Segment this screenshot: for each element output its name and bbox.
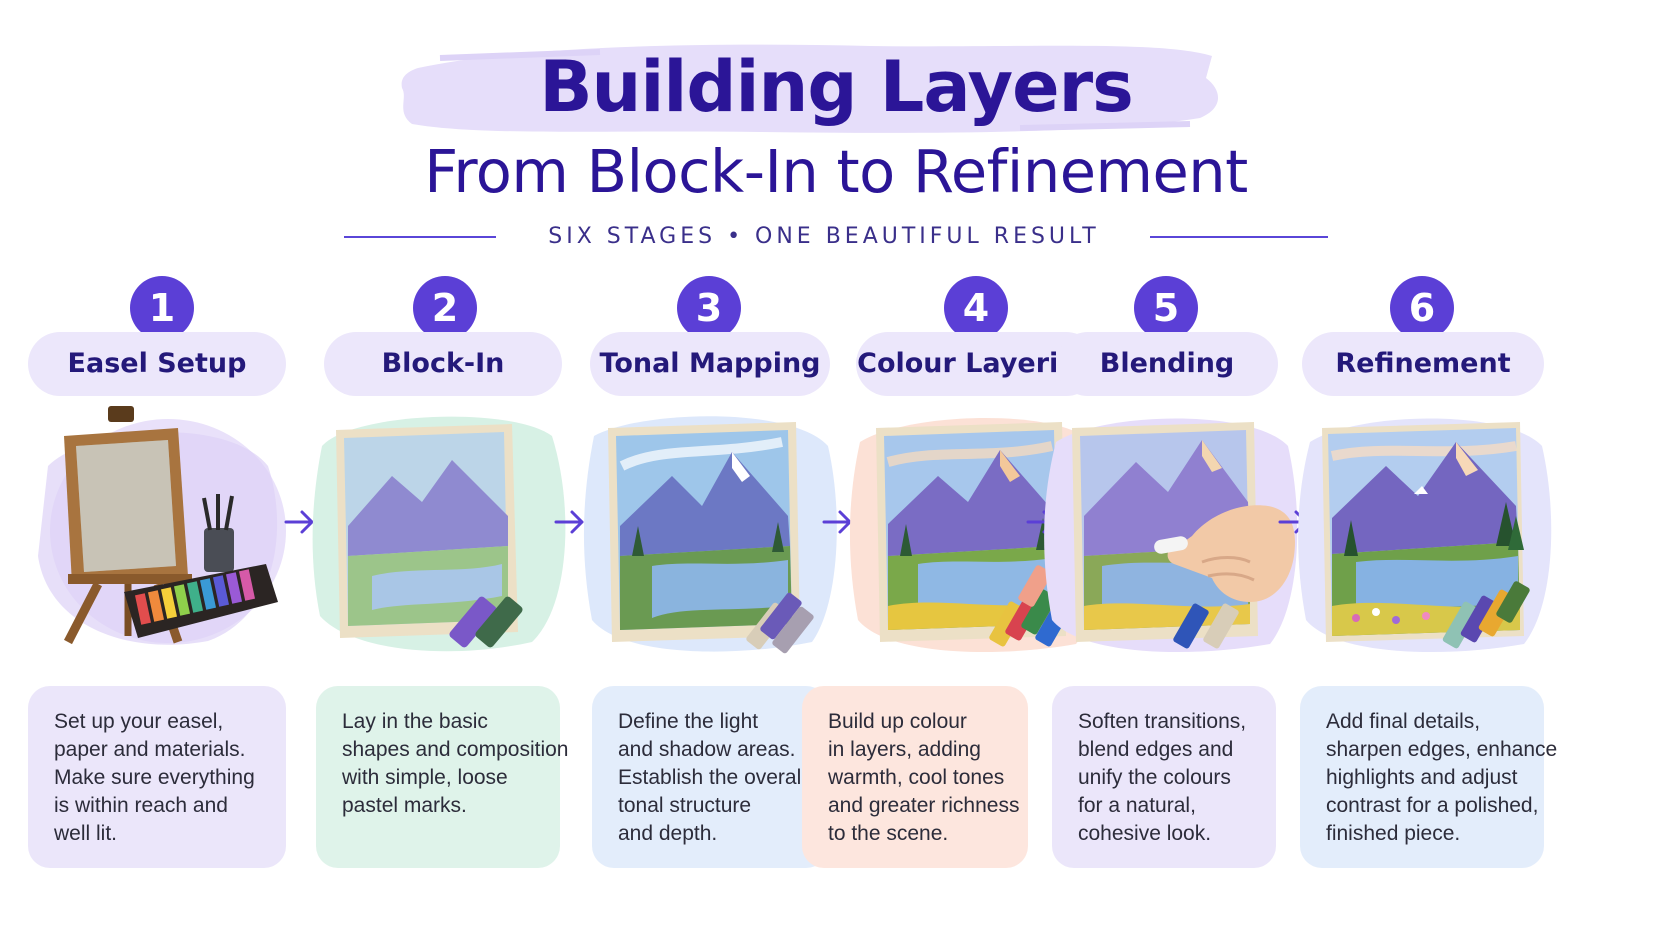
description-line: for a natural, (1078, 794, 1196, 817)
stage-5-description-card: Soften transitions, blend edges and unif… (1052, 686, 1276, 868)
description-line: paper and materials. (54, 738, 246, 761)
stage-number-badge: 6 (1390, 276, 1454, 340)
description-line: Soften transitions, (1078, 710, 1247, 733)
description-line: shapes and composition (342, 738, 569, 761)
description-line: unify the colours (1078, 766, 1231, 789)
description-line: and shadow areas. (618, 738, 796, 761)
description-line: to the scene. (828, 822, 949, 845)
tagline: SIX STAGES • ONE BEAUTIFUL RESULT (548, 224, 1100, 249)
easel-with-pastels-icon (38, 406, 286, 645)
stage-name: Easel Setup (28, 332, 286, 396)
stage-name: Refinement (1302, 332, 1544, 396)
stage-number-badge: 5 (1134, 276, 1198, 340)
description-line: well lit. (54, 822, 118, 845)
page-title: Building Layers (539, 46, 1134, 128)
description-line: is within reach and (54, 794, 228, 817)
description-line: pastel marks. (342, 794, 467, 817)
description-line: tonal structure (618, 794, 752, 817)
description-line: and greater richness (828, 794, 1020, 817)
description-line: and depth. (618, 822, 718, 845)
stage-6-description-card: Add final details, sharpen edges, enhanc… (1300, 686, 1558, 868)
description-line: in layers, adding (828, 738, 981, 761)
stage-name: Tonal Mapping (590, 332, 830, 396)
finished-landscape-icon (1298, 418, 1552, 653)
description-line: Lay in the basic (342, 710, 488, 733)
stage-number-badge: 4 (944, 276, 1008, 340)
description-line: Set up your easel, (54, 710, 224, 733)
description-line: with simple, loose (342, 766, 508, 789)
arrow-right-icon (822, 510, 852, 534)
colour-landscape-icon (849, 417, 1103, 653)
tagline-rule-right (1150, 236, 1328, 238)
arrow-right-icon (554, 510, 584, 534)
stage-number-badge: 2 (413, 276, 477, 340)
stage-number-badge: 1 (130, 276, 194, 340)
stage-description-card: Define the light and shadow areas. Estab… (592, 686, 828, 868)
stage-4-description-card: Build up colour in layers, adding warmth… (802, 686, 1028, 868)
description-line: Define the light (618, 710, 759, 733)
hand-blending-icon (1044, 418, 1298, 653)
stage-description-card: Lay in the basic shapes and composition … (316, 686, 569, 868)
description-line: blend edges and (1078, 738, 1234, 761)
stage-description-card: Set up your easel, paper and materials. … (28, 686, 286, 868)
description-line: finished piece. (1326, 822, 1461, 845)
description-line: cohesive look. (1078, 822, 1212, 845)
arrow-right-icon (284, 510, 314, 534)
tonal-landscape-icon (583, 416, 837, 654)
description-line: warmth, cool tones (828, 766, 1005, 789)
description-line: sharpen edges, enhance (1326, 738, 1558, 761)
stage-name: Block-In (324, 332, 562, 396)
tagline-row: SIX STAGES • ONE BEAUTIFUL RESULT (344, 222, 1328, 252)
description-line: Make sure everything (54, 766, 255, 789)
block-in-sketch-icon (312, 416, 566, 652)
description-line: Add final details, (1326, 710, 1481, 733)
stage-number-badge: 3 (677, 276, 741, 340)
description-line: contrast for a polished, (1326, 794, 1539, 817)
tagline-rule-left (344, 236, 496, 238)
description-line: highlights and adjust (1326, 766, 1518, 789)
stage-name: Blending (1056, 332, 1278, 396)
page-subtitle: From Block-In to Refinement (424, 137, 1248, 206)
description-line: Establish the overall (618, 766, 806, 789)
title-brush-stroke (401, 44, 1219, 133)
description-line: Build up colour (828, 710, 967, 733)
